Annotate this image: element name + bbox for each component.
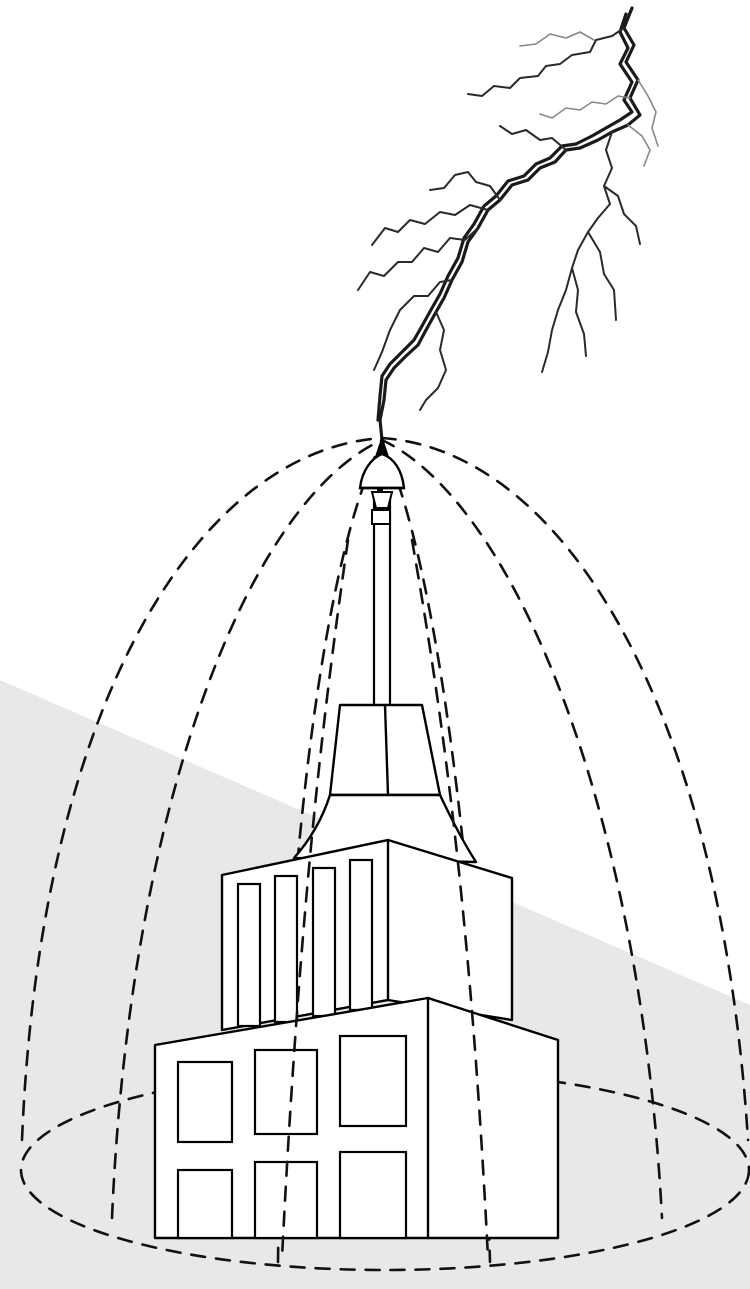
bolt-branch xyxy=(420,312,446,410)
bolt-branch xyxy=(588,232,616,320)
window xyxy=(178,1170,232,1238)
window xyxy=(350,860,372,1010)
bolt-main-channel xyxy=(380,8,640,440)
lightning-bolt-icon xyxy=(358,8,658,440)
window xyxy=(255,1050,317,1134)
bolt-branch-faint xyxy=(628,125,650,166)
bolt-branch xyxy=(604,186,640,244)
bolt-branch xyxy=(500,126,566,150)
bolt-branch xyxy=(358,228,478,290)
rod-mast xyxy=(374,500,390,710)
bolt-branch xyxy=(468,28,624,96)
window xyxy=(238,884,260,1026)
lightning-rod xyxy=(360,438,404,710)
bolt-main-channel-edge xyxy=(378,14,632,420)
bolt-branch xyxy=(572,268,586,356)
bolt-branch-faint xyxy=(520,32,594,46)
window xyxy=(313,868,335,1016)
bolt-branch-faint xyxy=(540,96,630,118)
window xyxy=(340,1152,406,1238)
window xyxy=(275,876,297,1022)
window xyxy=(340,1036,406,1126)
bolt-branch xyxy=(430,172,500,200)
rod-head-icon xyxy=(360,454,404,488)
window xyxy=(178,1062,232,1142)
bolt-branch xyxy=(542,132,612,372)
